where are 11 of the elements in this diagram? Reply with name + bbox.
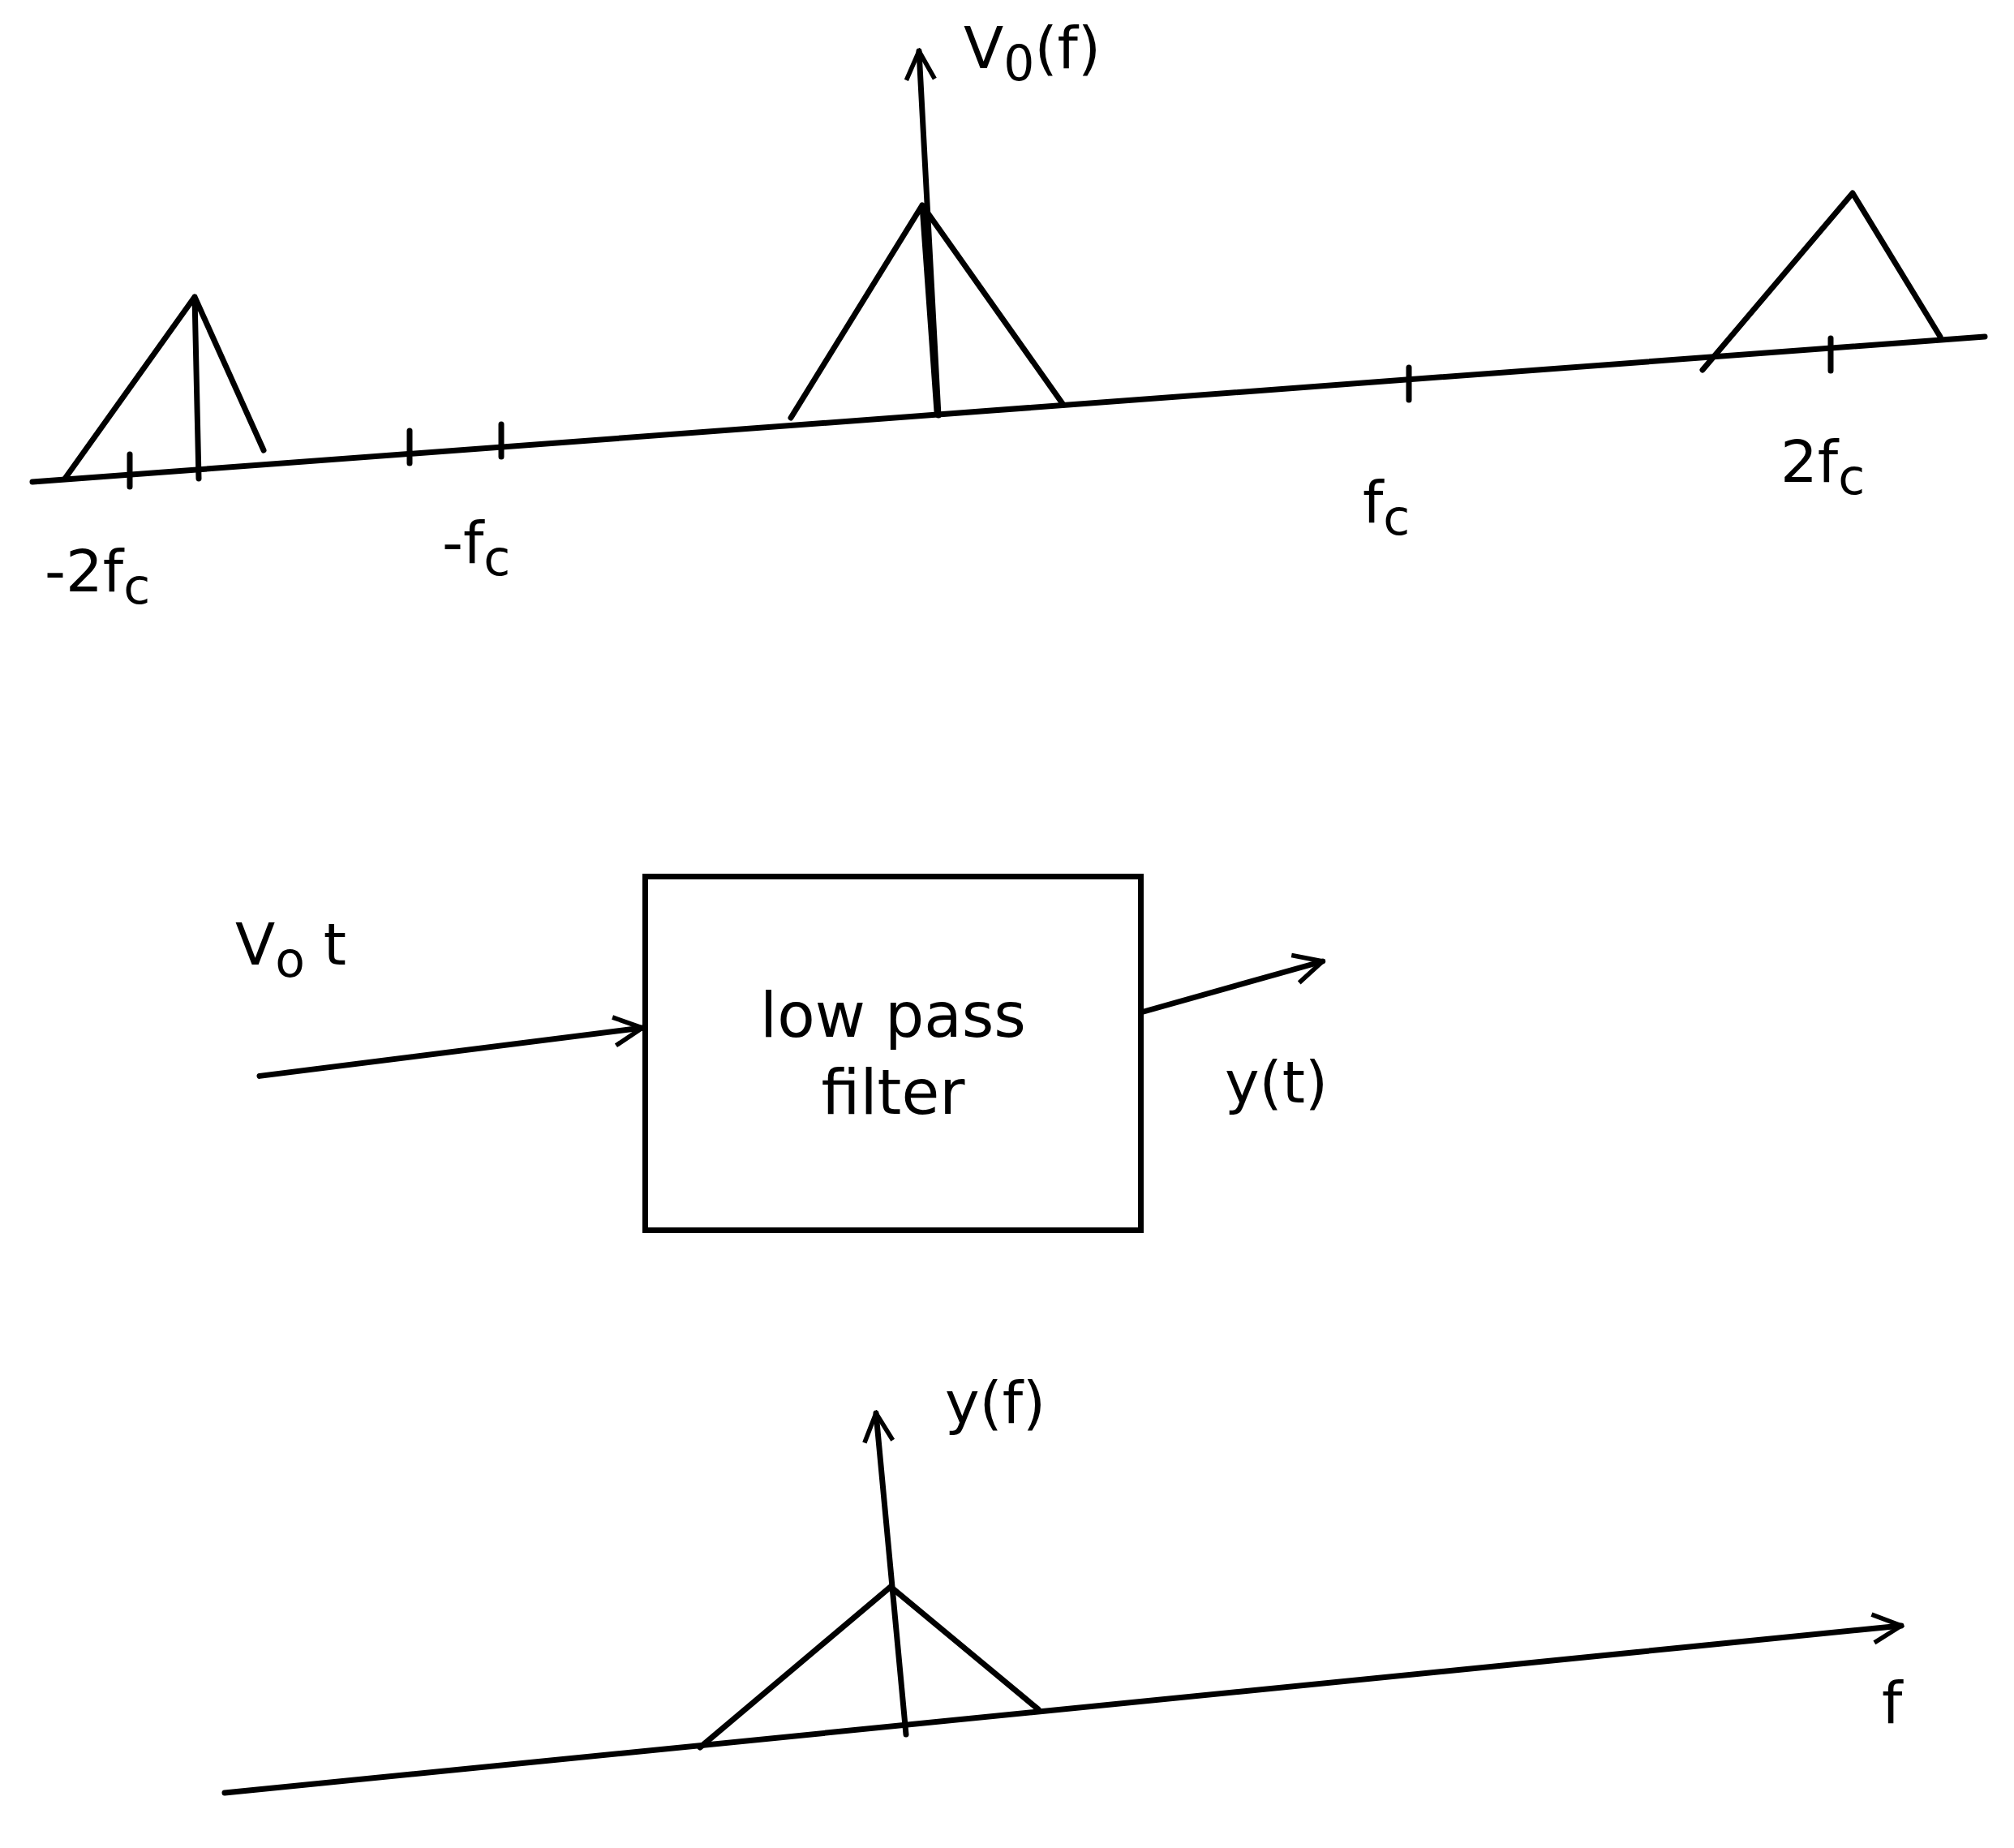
tick-label: f$_{c}$: [1363, 471, 1411, 545]
axis-label: V$_{0}$(f): [964, 16, 1101, 91]
signal-label: V$_{o}$ t: [235, 913, 347, 987]
block-label: low pass filter: [759, 978, 1027, 1130]
signal-label: y(t): [1225, 1051, 1329, 1115]
axis-label: f: [1882, 1671, 1903, 1736]
tick-label: -2f$_{c}$: [45, 539, 151, 614]
tick-label: 2f$_{c}$: [1780, 430, 1866, 505]
axis-label: y(f): [945, 1371, 1046, 1436]
filter-block: [642, 874, 1144, 1233]
tick-label: -f$_{c}$: [442, 511, 511, 586]
